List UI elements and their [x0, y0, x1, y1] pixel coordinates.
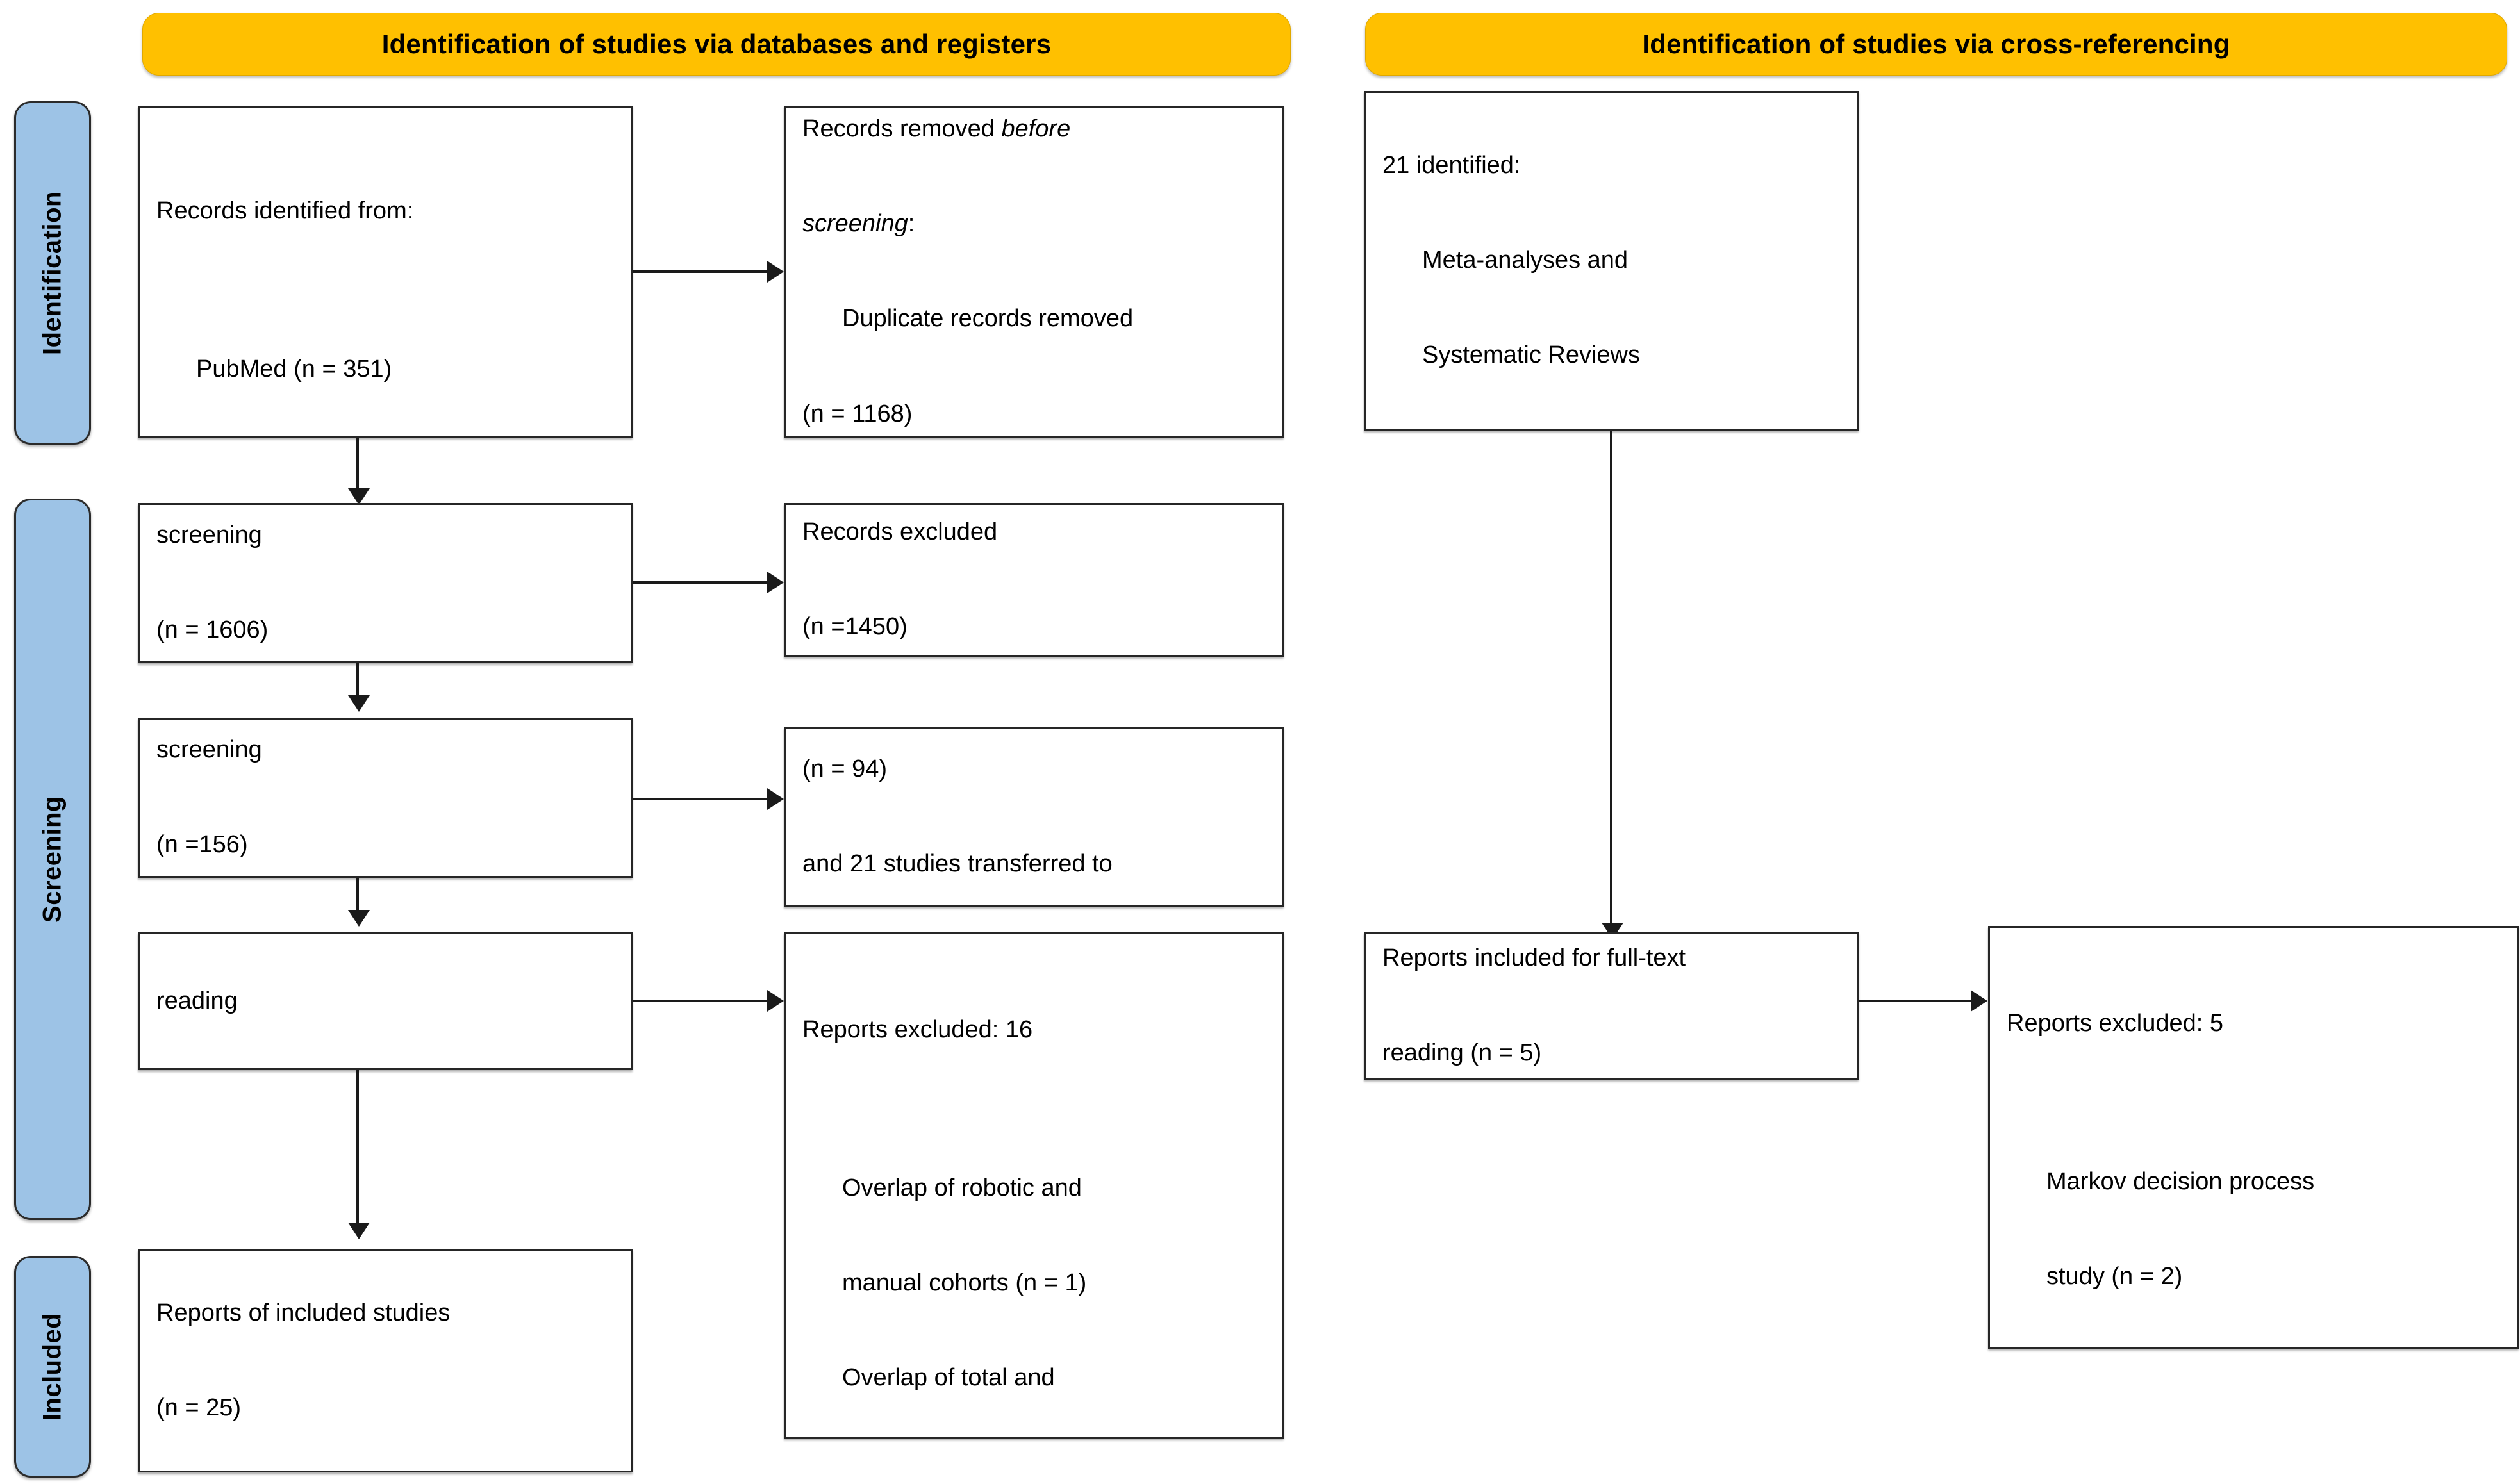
rail-identification: Identification — [14, 101, 91, 445]
box-records-identified-content: Records identified from: PubMed (n = 351… — [156, 132, 614, 436]
records-removed-screening: screening — [802, 210, 908, 238]
cross-identified-line1: 21 identified: — [1382, 152, 1521, 179]
box-included-studies: Reports of included studies (n = 25) — [138, 1249, 633, 1472]
box-title-screening: Records included for Title screening (n … — [138, 503, 633, 663]
not-retrieved-line3: and 21 studies transferred to — [802, 850, 1113, 878]
connector-title-to-excluded — [633, 581, 767, 584]
fulltext-left-line2: reading — [156, 987, 238, 1014]
arrowhead-title-to-abstract — [348, 695, 370, 712]
arrowhead-abstract-to-fulltext — [348, 910, 370, 927]
arrowhead-identified-to-title-screening — [348, 488, 370, 505]
cross-identified-line2: Meta-analyses and — [1422, 247, 1629, 274]
connector-identified-to-removed — [633, 270, 767, 273]
connector-fulltextright-to-excluded5 — [1859, 1000, 1971, 1002]
connector-title-to-abstract — [356, 663, 359, 703]
box-records-removed-content: Records removed before screening: Duplic… — [802, 108, 1134, 436]
abstract-screening-line2: screening — [156, 736, 262, 764]
connector-identified-to-title-screening — [356, 438, 359, 497]
box-reports-not-retrieved-content: Reports not retrieved (n = 94) and 21 st… — [802, 729, 1113, 905]
records-excluded-line1: Records excluded — [802, 518, 998, 546]
excluded16-reason-1: manual cohorts (n = 1) — [842, 1269, 1087, 1296]
banner-cross-referencing: Identification of studies via cross-refe… — [1365, 13, 2507, 76]
box-records-identified: Records identified from: PubMed (n = 351… — [138, 106, 633, 438]
cross-identified-line3: Systematic Reviews — [1422, 342, 1640, 369]
rail-included-label: Included — [38, 1312, 67, 1421]
box-reports-excluded-16: Reports excluded: 16 Overlap of robotic … — [784, 932, 1284, 1439]
excluded5-heading: Reports excluded: 5 — [2007, 1009, 2223, 1037]
records-removed-before: before — [1001, 115, 1071, 143]
box-records-removed: Records removed before screening: Duplic… — [784, 106, 1284, 438]
box-fulltext-left: Reports included for full-text reading (… — [138, 932, 633, 1070]
excluded5-reason-0: Markov decision process — [2046, 1167, 2315, 1195]
abstract-screening-line3: (n =156) — [156, 831, 248, 859]
records-removed-line2: screening: — [802, 208, 1133, 240]
rail-included: Included — [14, 1256, 91, 1478]
records-removed-line4: (n = 1168) — [802, 400, 913, 427]
banner-databases-registers-label: Identification of studies via databases … — [381, 29, 1052, 59]
fulltext-right-line1: Reports included for full-text — [1382, 944, 1686, 972]
box-reports-excluded-5-content: Reports excluded: 5 Markov decision proc… — [2007, 944, 2500, 1347]
rail-screening: Screening — [14, 499, 91, 1220]
box-records-excluded: Records excluded (n =1450) — [784, 503, 1284, 657]
arrowhead-fulltext-to-included — [348, 1223, 370, 1239]
arrowhead-fulltext-to-excluded16 — [767, 990, 784, 1012]
box-fulltext-right-content: Reports included for full-text reading (… — [1382, 934, 1686, 1078]
excluded5-reason-1: study (n = 2) — [2046, 1262, 2183, 1290]
not-retrieved-line2: (n = 94) — [802, 755, 888, 783]
box-cross-identified: 21 identified: Meta-analyses and Systema… — [1364, 91, 1859, 431]
box-fulltext-right: Reports included for full-text reading (… — [1364, 932, 1859, 1080]
excluded16-heading: Reports excluded: 16 — [802, 1016, 1033, 1043]
box-reports-not-retrieved: Reports not retrieved (n = 94) and 21 st… — [784, 727, 1284, 907]
banner-databases-registers: Identification of studies via databases … — [142, 13, 1291, 76]
excluded16-reason-2: Overlap of total and — [842, 1364, 1055, 1392]
box-cross-identified-content: 21 identified: Meta-analyses and Systema… — [1382, 93, 1640, 429]
records-removed-prefix: Records removed — [802, 115, 1002, 143]
source-pubmed: PubMed (n = 351) — [196, 355, 392, 383]
arrowhead-title-to-excluded — [767, 572, 784, 593]
box-records-excluded-content: Records excluded (n =1450) — [802, 505, 998, 655]
box-fulltext-left-content: Reports included for full-text reading (… — [156, 934, 460, 1068]
box-reports-excluded-16-content: Reports excluded: 16 Overlap of robotic … — [802, 951, 1265, 1437]
box-reports-excluded-5: Reports excluded: 5 Markov decision proc… — [1988, 926, 2519, 1349]
box-abstract-screening: Reports included for Abstract screening … — [138, 718, 633, 878]
arrowhead-abstract-to-not-retrieved — [767, 788, 784, 810]
excluded16-reason-0: Overlap of robotic and — [842, 1174, 1082, 1201]
included-studies-line2: (n = 25) — [156, 1394, 242, 1422]
records-removed-line1: Records removed before — [802, 113, 1133, 145]
connector-abstract-to-fulltext — [356, 878, 359, 918]
records-excluded-line2: (n =1450) — [802, 613, 908, 641]
arrowhead-fulltextright-to-excluded5 — [1971, 990, 1987, 1012]
title-screening-line2: screening — [156, 522, 262, 549]
records-removed-colon: : — [908, 210, 915, 238]
connector-cross-identified-to-fulltext — [1610, 431, 1612, 930]
fulltext-right-line2: reading (n = 5) — [1382, 1039, 1542, 1067]
records-removed-line3: Duplicate records removed — [842, 305, 1134, 333]
rail-screening-label: Screening — [38, 796, 67, 923]
records-identified-title: Records identified from: — [156, 197, 414, 224]
connector-fulltext-to-included — [356, 1070, 359, 1230]
connector-abstract-to-not-retrieved — [633, 798, 767, 800]
connector-fulltext-to-excluded16 — [633, 1000, 767, 1002]
included-studies-line1: Reports of included studies — [156, 1299, 451, 1327]
arrowhead-identified-to-removed — [767, 261, 784, 283]
title-screening-line3: (n = 1606) — [156, 616, 269, 644]
box-included-studies-content: Reports of included studies (n = 25) — [156, 1251, 451, 1471]
banner-cross-referencing-label: Identification of studies via cross-refe… — [1642, 29, 2230, 59]
box-title-screening-content: Records included for Title screening (n … — [156, 505, 518, 661]
box-abstract-screening-content: Reports included for Abstract screening … — [156, 720, 518, 876]
rail-identification-label: Identification — [38, 191, 67, 355]
